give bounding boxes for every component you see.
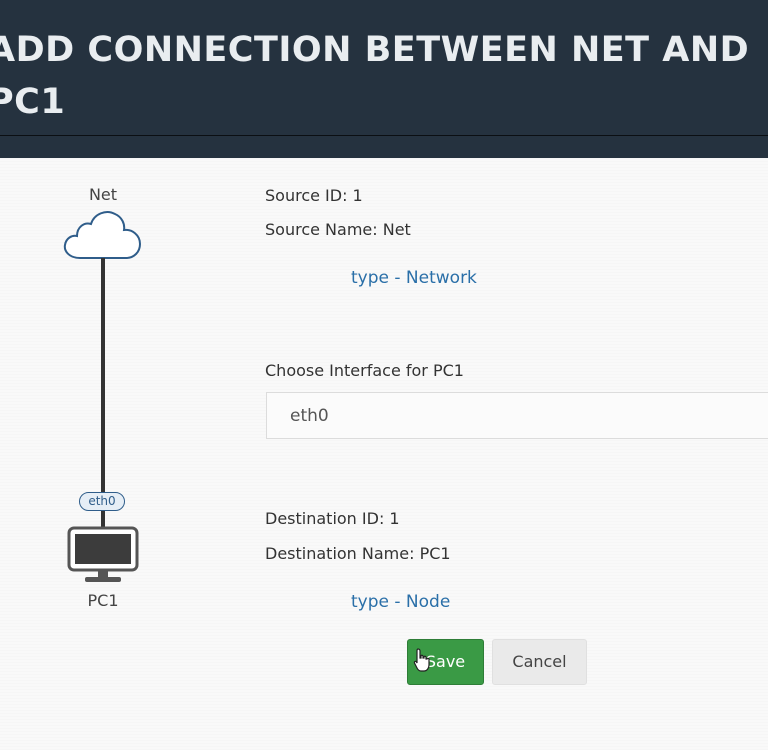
connection-diagram: Net eth0 PC1 [0, 158, 230, 658]
monitor-icon[interactable] [67, 526, 139, 584]
source-type: type - Network [351, 268, 477, 288]
source-name: Source Name: Net [265, 220, 411, 239]
interface-badge[interactable]: eth0 [79, 492, 125, 511]
cancel-button[interactable]: Cancel [492, 639, 587, 685]
connection-link [101, 258, 105, 528]
cloud-icon[interactable] [62, 208, 144, 262]
dialog-header: ADD CONNECTION BETWEEN NET AND PC1 [0, 0, 768, 158]
destination-id: Destination ID: 1 [265, 509, 400, 528]
source-id: Source ID: 1 [265, 186, 363, 205]
destination-type: type - Node [351, 592, 451, 612]
connection-link-end [101, 512, 105, 526]
destination-name: Destination Name: PC1 [265, 544, 451, 563]
header-divider [0, 135, 768, 136]
source-node-label: Net [88, 185, 118, 204]
save-button[interactable]: Save [407, 639, 484, 685]
hand-cursor-icon [413, 648, 430, 672]
interface-select[interactable] [266, 392, 768, 439]
dialog-title: ADD CONNECTION BETWEEN NET AND PC1 [0, 30, 750, 122]
destination-node-label: PC1 [87, 591, 119, 610]
interface-label: Choose Interface for PC1 [265, 361, 464, 380]
